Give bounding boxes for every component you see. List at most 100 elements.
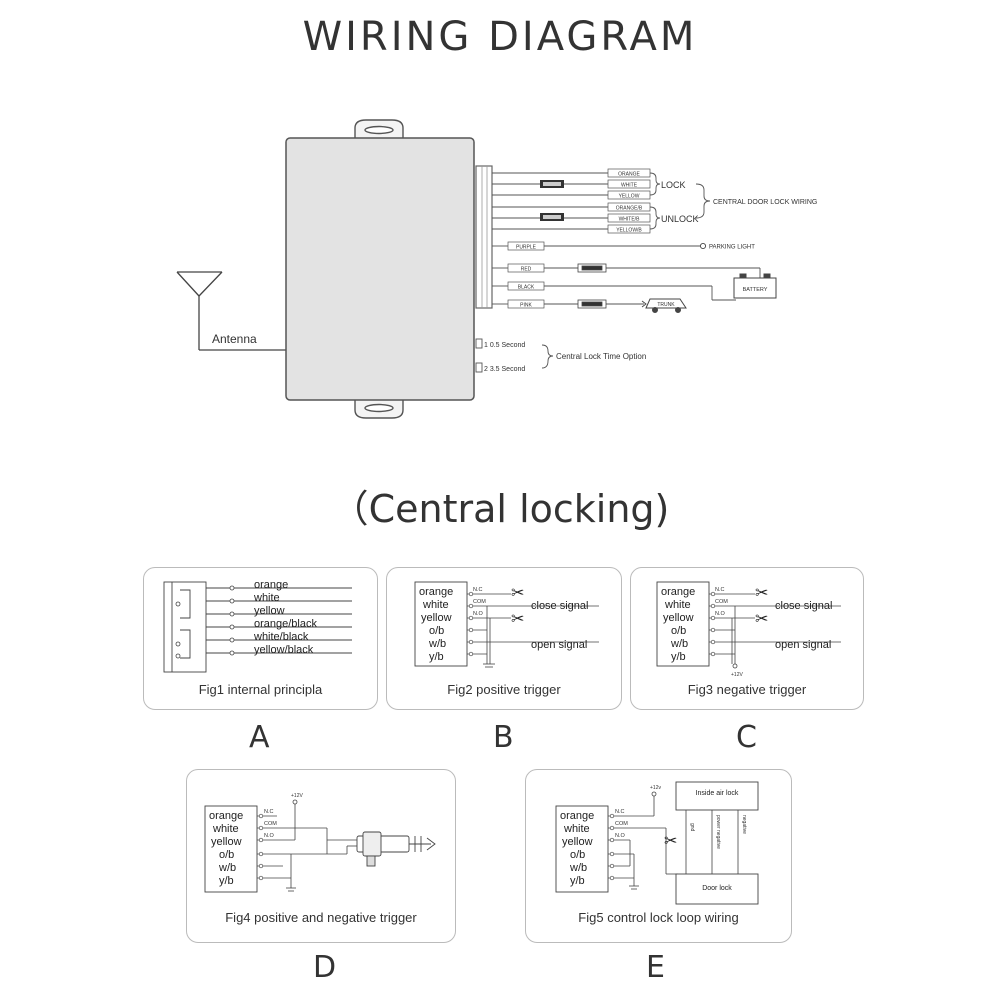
- fig5-panel: +12v N.C COM N.O ✂ gnd power negative ne…: [525, 769, 792, 943]
- wire-label: orange: [419, 586, 454, 598]
- battery-icon: [733, 273, 777, 299]
- trunk-icon: [645, 298, 687, 313]
- power-label: +12V: [731, 672, 743, 678]
- wire-label: white: [254, 592, 280, 604]
- actuator-icon: [356, 831, 436, 867]
- wire-label: yellow: [663, 612, 694, 624]
- wire-label: w/b: [429, 638, 447, 650]
- unlock-wire-text-3: YELLOW/B: [616, 228, 642, 234]
- lock-wire-label-2: [607, 179, 651, 189]
- fig2-panel: N.C COM N.O ✂ ✂ orange white yellow o/b …: [386, 567, 622, 710]
- fig-letter-a: A: [249, 720, 270, 755]
- terminal-label: N.O: [615, 833, 626, 839]
- time-option-2: 2 3.5 Second: [484, 366, 525, 373]
- terminal-label: COM: [615, 821, 628, 827]
- fig-letter-c: C: [736, 720, 757, 755]
- wire-label: o/b: [219, 849, 235, 861]
- terminal-label: COM: [715, 599, 728, 605]
- wire-label: y/b: [671, 651, 686, 663]
- fig4-panel: +12V N.C COM N.O orange white yellow o/b…: [186, 769, 456, 943]
- lock-wire-text-1: ORANGE: [618, 172, 640, 178]
- terminal-label: N.C: [264, 809, 274, 815]
- terminal-label: N.C: [715, 587, 725, 593]
- open-signal-label: open signal: [531, 639, 588, 651]
- mounting-tab-top: [354, 119, 404, 141]
- fig-letter-b: B: [493, 720, 514, 755]
- fig5-caption: Fig5 control lock loop wiring: [578, 910, 739, 925]
- wire-label: white/black: [254, 631, 309, 643]
- battery-label: BATTERY: [743, 287, 768, 293]
- door-lock-box: [675, 873, 759, 905]
- scissors-icon: ✂: [755, 585, 768, 602]
- wire-label: yellow: [211, 836, 242, 848]
- fuse-icon: [577, 299, 607, 309]
- purple-wire-label: PURPLE: [516, 245, 537, 251]
- control-unit: [285, 137, 475, 401]
- scissors-icon: ✂: [755, 611, 768, 628]
- wire-label: orange/black: [254, 618, 317, 630]
- time-option-1: 1 0.5 Second: [484, 342, 525, 349]
- wire-label: orange: [661, 586, 696, 598]
- door-lock-label: Door lock: [702, 885, 732, 892]
- black-wire-label: BLACK: [518, 285, 535, 291]
- main-wiring-diagram: ORANGE WHITE YELLOW ORANGE/B WHITE/B YEL…: [176, 119, 817, 419]
- scissors-icon: ✂: [664, 833, 677, 850]
- wire-label: orange: [254, 579, 289, 591]
- fig2-caption: Fig2 positive trigger: [447, 682, 561, 697]
- wire-label: y/b: [429, 651, 444, 663]
- wire-label: yellow: [421, 612, 452, 624]
- fig-letter-e: E: [646, 950, 665, 985]
- time-option-box-1: [475, 338, 483, 349]
- wire-end-label: power negative: [715, 815, 721, 849]
- inside-air-lock-box: [675, 781, 759, 811]
- wire-label: white: [564, 823, 590, 835]
- lock-wire-text-3: YELLOW: [619, 194, 640, 200]
- wire-end-label: gnd: [689, 823, 695, 832]
- wire-label: yellow: [562, 836, 593, 848]
- parking-light-icon: [699, 242, 707, 250]
- lock-wire-text-2: WHITE: [621, 183, 638, 189]
- wire-label: white: [213, 823, 239, 835]
- lock-label: LOCK: [661, 180, 686, 190]
- unlock-label: UNLOCK: [661, 214, 699, 224]
- terminal-label: N.C: [473, 587, 483, 593]
- time-option-box-2: [475, 362, 483, 373]
- power-label: +12v: [650, 785, 661, 791]
- terminal-label: COM: [264, 821, 277, 827]
- terminal-label: COM: [473, 599, 486, 605]
- central-door-lock-label: CENTRAL DOOR LOCK WIRING: [713, 199, 817, 206]
- red-wire-label: RED: [521, 267, 532, 273]
- fuse-icon: [577, 263, 607, 273]
- scissors-icon: ✂: [511, 585, 524, 602]
- fig3-panel: +12V N.C COM N.O ✂ ✂ orange white yellow…: [630, 567, 864, 710]
- wire-label: white: [423, 599, 449, 611]
- fig1-caption: Fig1 internal principla: [198, 682, 323, 697]
- wire-label: o/b: [570, 849, 586, 861]
- wire-label: y/b: [219, 875, 234, 887]
- antenna-label: Antenna: [212, 332, 257, 346]
- wire-label: w/b: [570, 862, 588, 874]
- close-signal-label: close signal: [775, 600, 833, 612]
- wire-label: w/b: [671, 638, 689, 650]
- power-label: +12V: [291, 793, 303, 799]
- close-signal-label: close signal: [531, 600, 589, 612]
- time-option-label: Central Lock Time Option: [556, 352, 646, 361]
- open-signal-label: open signal: [775, 639, 832, 651]
- wire-label: yellow: [254, 605, 285, 617]
- pink-wire-label: PINK: [520, 303, 532, 309]
- parking-light-label: PARKING LIGHT: [709, 245, 755, 251]
- inside-air-lock-label: Inside air lock: [695, 790, 739, 797]
- unlock-wire-text-2: WHITE/B: [619, 217, 640, 223]
- wire-label: white: [665, 599, 691, 611]
- wire-connector: [475, 165, 493, 309]
- relay-block: [163, 581, 207, 673]
- section-title: （Central locking): [330, 487, 670, 531]
- fig1-panel: orange white yellow orange/black white/b…: [143, 567, 378, 710]
- wire-label: y/b: [570, 875, 585, 887]
- unlock-wire-text-1: ORANGE/B: [616, 206, 643, 212]
- wire-label: o/b: [429, 625, 445, 637]
- fig3-caption: Fig3 negative trigger: [687, 682, 807, 697]
- antenna-icon: [176, 271, 286, 351]
- terminal-label: N.O: [715, 611, 726, 617]
- page-title: WIRING DIAGRAM: [302, 14, 698, 60]
